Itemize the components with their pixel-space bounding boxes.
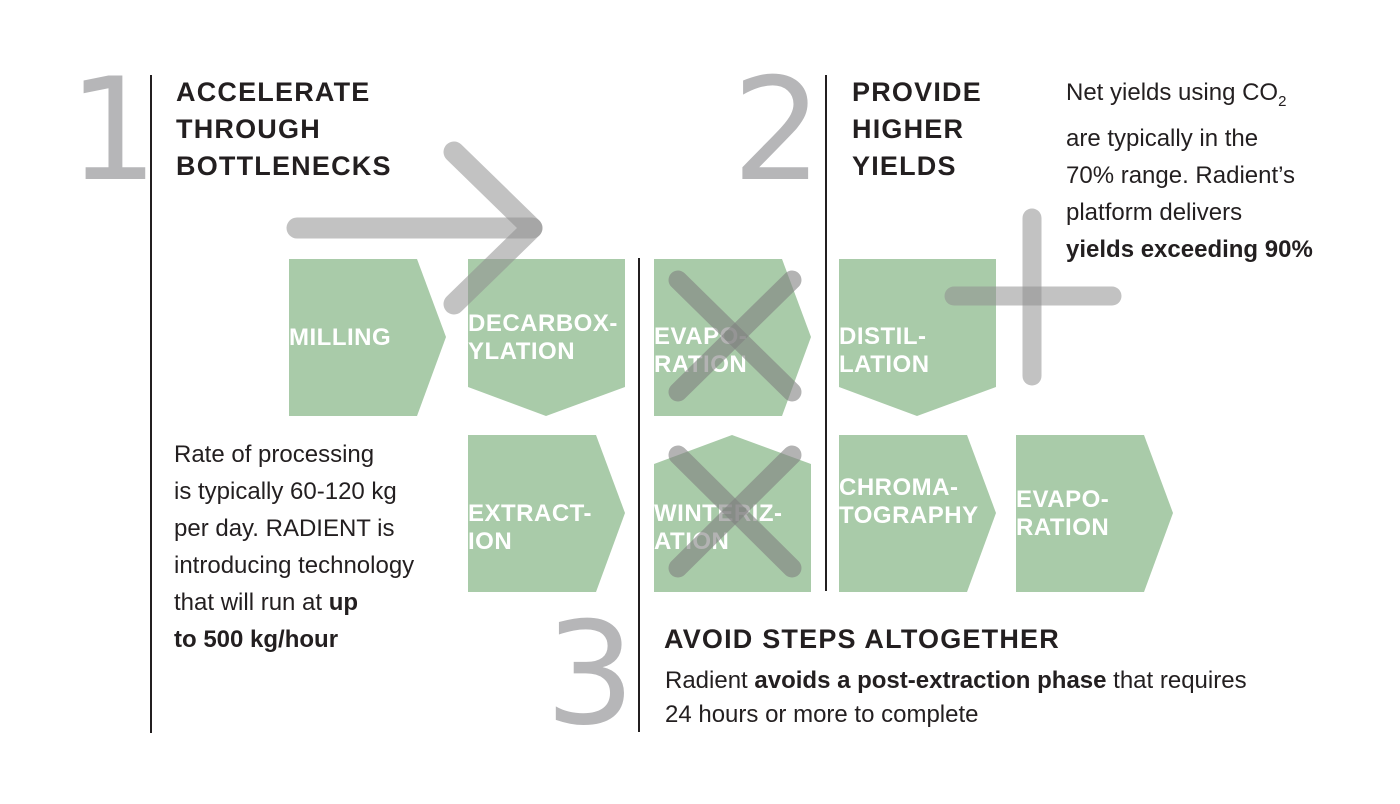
section-1-body: Rate of processing is typically 60-120 k… [174, 436, 414, 658]
tile-extraction: EXTRACT- ION [468, 435, 625, 592]
section-1-body-line: introducing technology [174, 552, 415, 579]
divider-section-2 [825, 75, 827, 591]
section-number-2: 2 [732, 48, 822, 213]
section-3-body-line: Radient avoids a post-extraction phase t… [665, 664, 1247, 698]
section-2-body-line: platform delivers [1066, 198, 1243, 226]
section-1-body-emphasis: up [328, 589, 359, 616]
section-1-body-line: Rate of processing [174, 441, 375, 468]
section-number-3: 3 [545, 592, 635, 757]
section-2-body-emphasis: yields exceeding 90% [1066, 235, 1313, 263]
section-number-1: 1 [68, 48, 158, 213]
tile-distillation: DISTIL- LATION [839, 259, 996, 416]
divider-section-1 [150, 75, 152, 733]
tile-label: EVAPO- RATION [1016, 485, 1110, 541]
section-1-body-line: that will run at up [174, 584, 414, 621]
divider-section-3 [638, 258, 640, 732]
section-3-body: Radient avoids a post-extraction phase t… [665, 664, 1247, 732]
section-1-body-text: that will run at [174, 589, 329, 616]
arrow-shape [468, 435, 625, 592]
tile-winterization: WINTERIZ- ATION [654, 435, 811, 592]
tile-evaporation-bottom: EVAPO- RATION [1016, 435, 1173, 592]
arrow-shape [289, 259, 446, 416]
tile-label: EVAPO- RATION [654, 323, 748, 378]
section-3-body-line: 24 hours or more to complete [665, 701, 979, 728]
section-2-body-line: yields exceeding 90% [1066, 231, 1313, 268]
tile-decarboxylation: DECARBOX- YLATION [468, 259, 625, 416]
section-2-heading: PROVIDE HIGHER YIELDS [852, 77, 982, 181]
tile-label: CHROMA- TOGRAPHY [839, 474, 979, 529]
section-3-body-text: Radient [665, 667, 755, 694]
section-1-body-line: per day. RADIENT is [174, 515, 395, 542]
tile-evaporation-top: EVAPO- RATION [654, 259, 811, 416]
section-2-body-line: Net yields using CO2 [1066, 74, 1313, 120]
tile-chromatography: CHROMA- TOGRAPHY [839, 435, 996, 592]
section-1-heading: ACCELERATE THROUGH BOTTLENECKS [176, 77, 392, 181]
tile-label: EXTRACT- ION [468, 500, 592, 555]
section-2-body-line: are typically in the [1066, 124, 1259, 152]
section-3-body-text: that requires [1106, 667, 1247, 694]
tile-label: DISTIL- LATION [839, 323, 930, 378]
arrow-shape [839, 435, 996, 592]
section-3-heading: AVOID STEPS ALTOGETHER [664, 624, 1060, 654]
section-2-body: Net yields using CO2 are typically in th… [1066, 74, 1313, 268]
subscript-2: 2 [1278, 92, 1287, 110]
section-1-body-line: to 500 kg/hour [174, 621, 414, 658]
tile-label: MILLING [289, 323, 392, 351]
section-1-body-line: is typically 60-120 kg [174, 478, 397, 505]
tile-label: DECARBOX- YLATION [468, 309, 618, 365]
arrow-shape [1016, 435, 1173, 592]
tile-label: WINTERIZ- ATION [654, 500, 783, 555]
section-3-body-emphasis: avoids a post-extraction phase [754, 667, 1107, 694]
section-2-body-line: 70% range. Radient’s [1066, 161, 1296, 189]
tile-milling: MILLING [289, 259, 446, 416]
section-2-body-text: Net yields using CO [1066, 79, 1279, 106]
section-1-body-emphasis: to 500 kg/hour [174, 626, 339, 653]
